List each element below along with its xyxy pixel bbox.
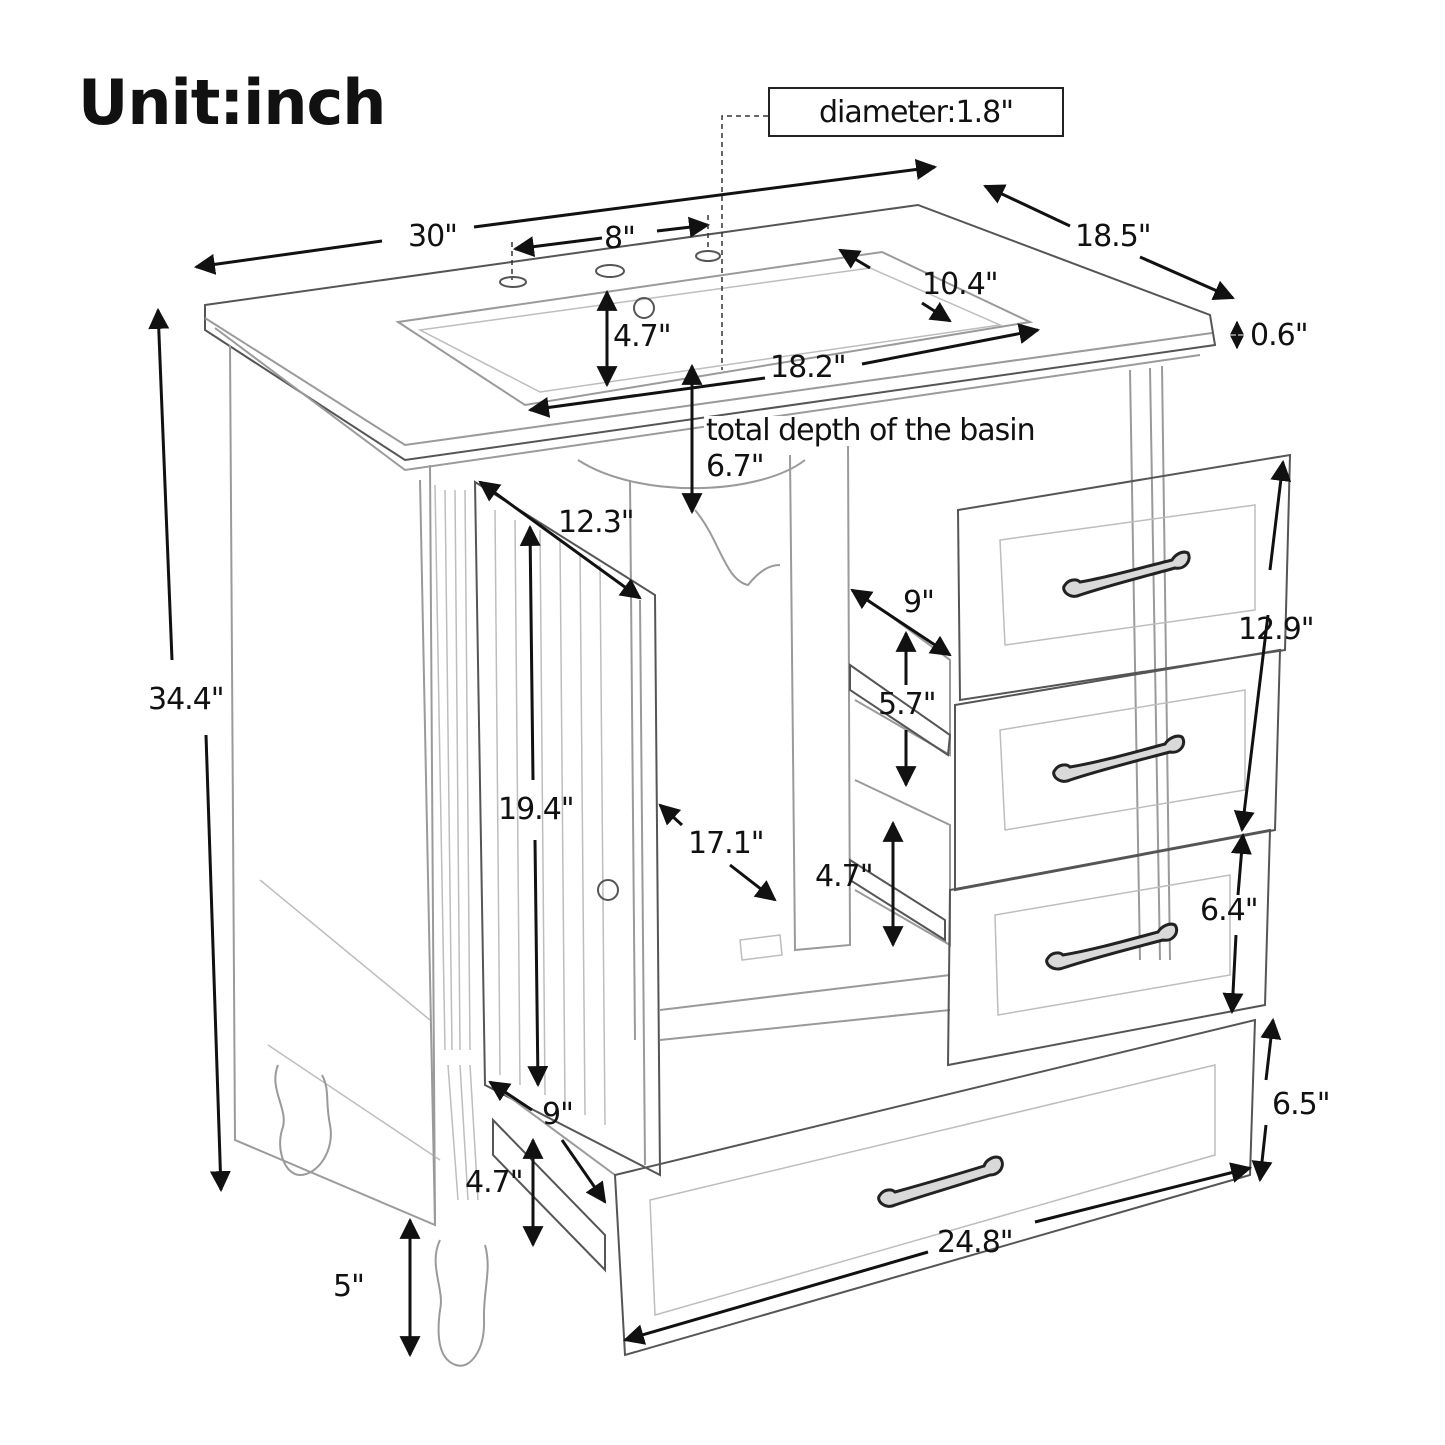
drawer-fronts [613,453,1292,1357]
cabinet-side [229,344,479,1227]
dim-bottom-drawer-height: 6.5" [1272,1087,1331,1122]
dim-overall-width: 30" [408,219,458,254]
dim-basin-front-offset: 4.7" [613,319,672,354]
basin-depth-caption: total depth of the basin [704,413,1037,448]
dimension-lines [148,115,1292,1358]
dim-door-height: 19.4" [498,792,575,827]
drawer-slides [492,589,952,1273]
countertop [204,203,1217,472]
drawer-handles [877,550,1191,1208]
dim-door-width: 12.3" [558,505,635,540]
dim-basin-total-depth: 6.7" [706,449,765,484]
dim-drawer-front-height: 6.4" [1200,893,1259,928]
legs [274,1064,489,1367]
unit-title: Unit:inch [78,66,386,139]
dim-overall-height: 34.4" [148,682,225,717]
dim-top-thickness: 0.6" [1250,318,1309,353]
dim-faucet-spacing: 8" [604,221,636,256]
dim-basin-width: 18.2" [770,350,847,385]
cabinet-interior [577,365,1171,1041]
dim-small-drawer-height-2: 4.7" [815,859,874,894]
dim-leg-height: 5" [333,1269,365,1304]
dim-cabinet-interior-depth: 17.1" [688,826,765,861]
dim-bottom-drawer-interior-height: 4.7" [465,1165,524,1200]
dim-drawer-block-height: 12.9" [1238,612,1315,647]
dim-small-drawer-depth: 9" [903,585,935,620]
dim-overall-depth: 18.5" [1075,219,1152,254]
dim-bottom-drawer-depth: 9" [542,1097,574,1132]
dim-small-drawer-height-1: 5.7" [878,687,937,722]
dim-bottom-drawer-width: 24.8" [937,1225,1014,1260]
dim-basin-front-back: 10.4" [922,267,999,302]
diameter-callout: diameter:1.8" [768,87,1064,137]
